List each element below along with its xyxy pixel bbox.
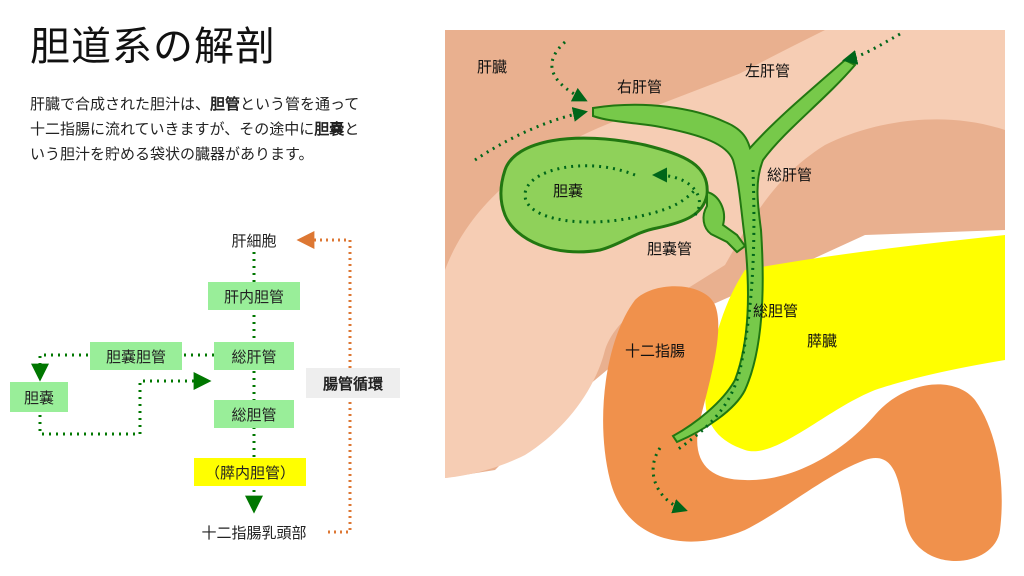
common-bile-duct-box <box>214 400 294 428</box>
gallbladder-anat-label: 胆嚢 <box>553 182 583 200</box>
pancreas-shape <box>705 235 1005 452</box>
common-hepatic-duct-anat-label: 総肝管 <box>767 166 812 184</box>
cystic-duct-anat-label: 胆嚢管 <box>647 240 692 258</box>
intro-text-1: 肝臓で合成された胆汁は、 <box>30 95 211 113</box>
intro-bold-gallbladder: 胆嚢 <box>314 120 345 138</box>
intro-bold-bile-duct: 胆管 <box>210 95 241 113</box>
flow-arrow-hepatic-right <box>550 40 588 102</box>
left-hepatic-duct-label: 左肝管 <box>745 62 790 80</box>
page-title: 胆道系の解剖 <box>30 24 276 70</box>
enterohepatic-box <box>306 368 400 398</box>
intrapancreatic-duct-box <box>194 458 306 486</box>
biliary-anatomy-illustration: 肝臓 右肝管 左肝管 総肝管 胆嚢 胆嚢管 総胆管 十二指腸 膵臓 <box>445 30 1005 562</box>
flow-arrow-duodenum-out <box>651 447 688 514</box>
intrapancreatic-duct-label: （膵内胆管） <box>205 464 295 482</box>
hepatocyte-label: 肝細胞 <box>231 232 276 250</box>
cystic-duct-box <box>90 342 182 370</box>
gallbladder-label: 胆嚢 <box>24 389 54 407</box>
common-bile-duct-anat-label: 総胆管 <box>753 302 798 320</box>
duodenum-shape <box>603 286 1002 562</box>
common-hepatic-duct-box <box>214 342 294 370</box>
enterohepatic-label: 腸管循環 <box>323 375 384 393</box>
intrahepatic-duct-box <box>208 282 300 310</box>
cystic-duct-label: 胆嚢胆管 <box>106 348 166 366</box>
common-bile-duct-label: 総胆管 <box>231 406 276 424</box>
intro-text-3: という胆汁を貯める袋状の臓器があります。 <box>30 120 360 163</box>
intro-paragraph: 肝臓で合成された胆汁は、胆管という管を通って十二指腸に流れていきますが、その途中… <box>30 92 360 167</box>
common-hepatic-duct-label: 総肝管 <box>231 348 276 366</box>
pancreas-label: 膵臓 <box>807 332 837 350</box>
duodenum-label: 十二指腸 <box>625 342 685 360</box>
papilla-label: 十二指腸乳頭部 <box>201 524 306 542</box>
flow-from-gallbladder-line <box>38 372 212 436</box>
gallbladder-shape <box>499 136 709 254</box>
intrahepatic-duct-label: 肝内胆管 <box>224 288 284 306</box>
liver-label: 肝臓 <box>477 58 507 76</box>
cystic-duct-shape <box>702 190 747 254</box>
gallbladder-box <box>10 382 68 412</box>
intro-text-2: という管を通って十二指腸に流れていきますが、その途中に <box>30 95 360 138</box>
liver-upper-wedge <box>675 30 1005 160</box>
flow-arrow-common-duct <box>676 169 756 452</box>
bile-duct-tree <box>592 58 857 444</box>
right-hepatic-duct-label: 右肝管 <box>617 78 662 96</box>
flow-arrow-left-hepatic <box>842 32 901 65</box>
bile-flow-diagram: 肝細胞 肝内胆管 総肝管 総胆管 （膵内胆管） 十二指腸乳頭部 胆嚢胆管 胆嚢 … <box>10 231 400 542</box>
